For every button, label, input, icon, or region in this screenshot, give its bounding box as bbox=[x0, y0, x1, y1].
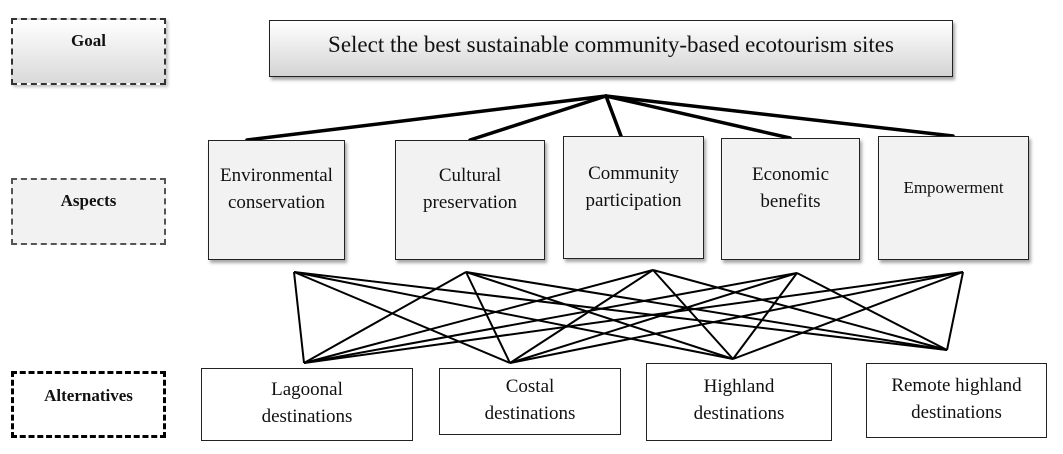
aspect-label: Environmental conservation bbox=[220, 165, 333, 213]
alternative-lagoonal-destinations: Lagoonal destinations bbox=[201, 368, 413, 441]
goal-link-environmental bbox=[245, 94, 608, 142]
goal-level-label: Goal bbox=[11, 18, 166, 85]
alt-link bbox=[293, 271, 511, 364]
alt-link bbox=[509, 269, 654, 364]
alt-link bbox=[303, 271, 964, 364]
alt-link bbox=[652, 269, 734, 360]
aspect-community-participation: Community participation bbox=[563, 136, 704, 259]
aspect-label: Economic benefits bbox=[751, 164, 830, 212]
goal-box: Select the best sustainable community-ba… bbox=[269, 20, 953, 77]
aspect-economic-benefits: Economic benefits bbox=[721, 138, 860, 260]
goal-link-cultural bbox=[468, 94, 608, 142]
aspect-label: Cultural preservation bbox=[423, 165, 517, 213]
alt-link bbox=[652, 269, 948, 351]
aspect-cultural-preservation: Cultural preservation bbox=[395, 140, 545, 260]
alt-link bbox=[303, 272, 798, 364]
alt-link bbox=[293, 271, 305, 364]
goal-link-empowerment bbox=[604, 94, 955, 138]
aspect-environmental-conservation: Environmental conservation bbox=[208, 140, 345, 260]
goal-link-economic bbox=[604, 94, 792, 140]
goal-link-community bbox=[604, 94, 623, 138]
alt-link bbox=[796, 272, 948, 351]
alternative-label: Remote highland destinations bbox=[891, 374, 1022, 423]
alternative-highland-destinations: Highland destinations bbox=[646, 363, 832, 441]
aspect-label: Community participation bbox=[585, 162, 682, 211]
alt-link bbox=[509, 272, 798, 364]
alt-link bbox=[293, 271, 734, 360]
alternative-remote-highland-destinations: Remote highland destinations bbox=[866, 363, 1047, 438]
alternative-costal-destinations: Costal destinations bbox=[439, 368, 621, 435]
alt-link bbox=[732, 271, 964, 360]
alternatives-level-label: Alternatives bbox=[11, 371, 166, 438]
alternative-label: Costal destinations bbox=[484, 375, 576, 424]
alternative-label: Highland destinations bbox=[693, 376, 785, 424]
alt-link bbox=[293, 271, 948, 351]
alt-link bbox=[732, 272, 798, 360]
alt-link bbox=[509, 271, 964, 364]
aspect-label: Empowerment bbox=[903, 177, 1004, 197]
alt-link bbox=[303, 269, 654, 364]
alternative-label: Lagoonal destinations bbox=[261, 378, 353, 427]
alt-link bbox=[946, 271, 964, 351]
aspect-empowerment: Empowerment bbox=[878, 136, 1029, 260]
aspects-level-label: Aspects bbox=[11, 178, 166, 245]
alt-link bbox=[465, 271, 511, 364]
alt-link bbox=[465, 271, 734, 360]
alt-link bbox=[465, 271, 948, 351]
alt-link bbox=[303, 271, 467, 364]
